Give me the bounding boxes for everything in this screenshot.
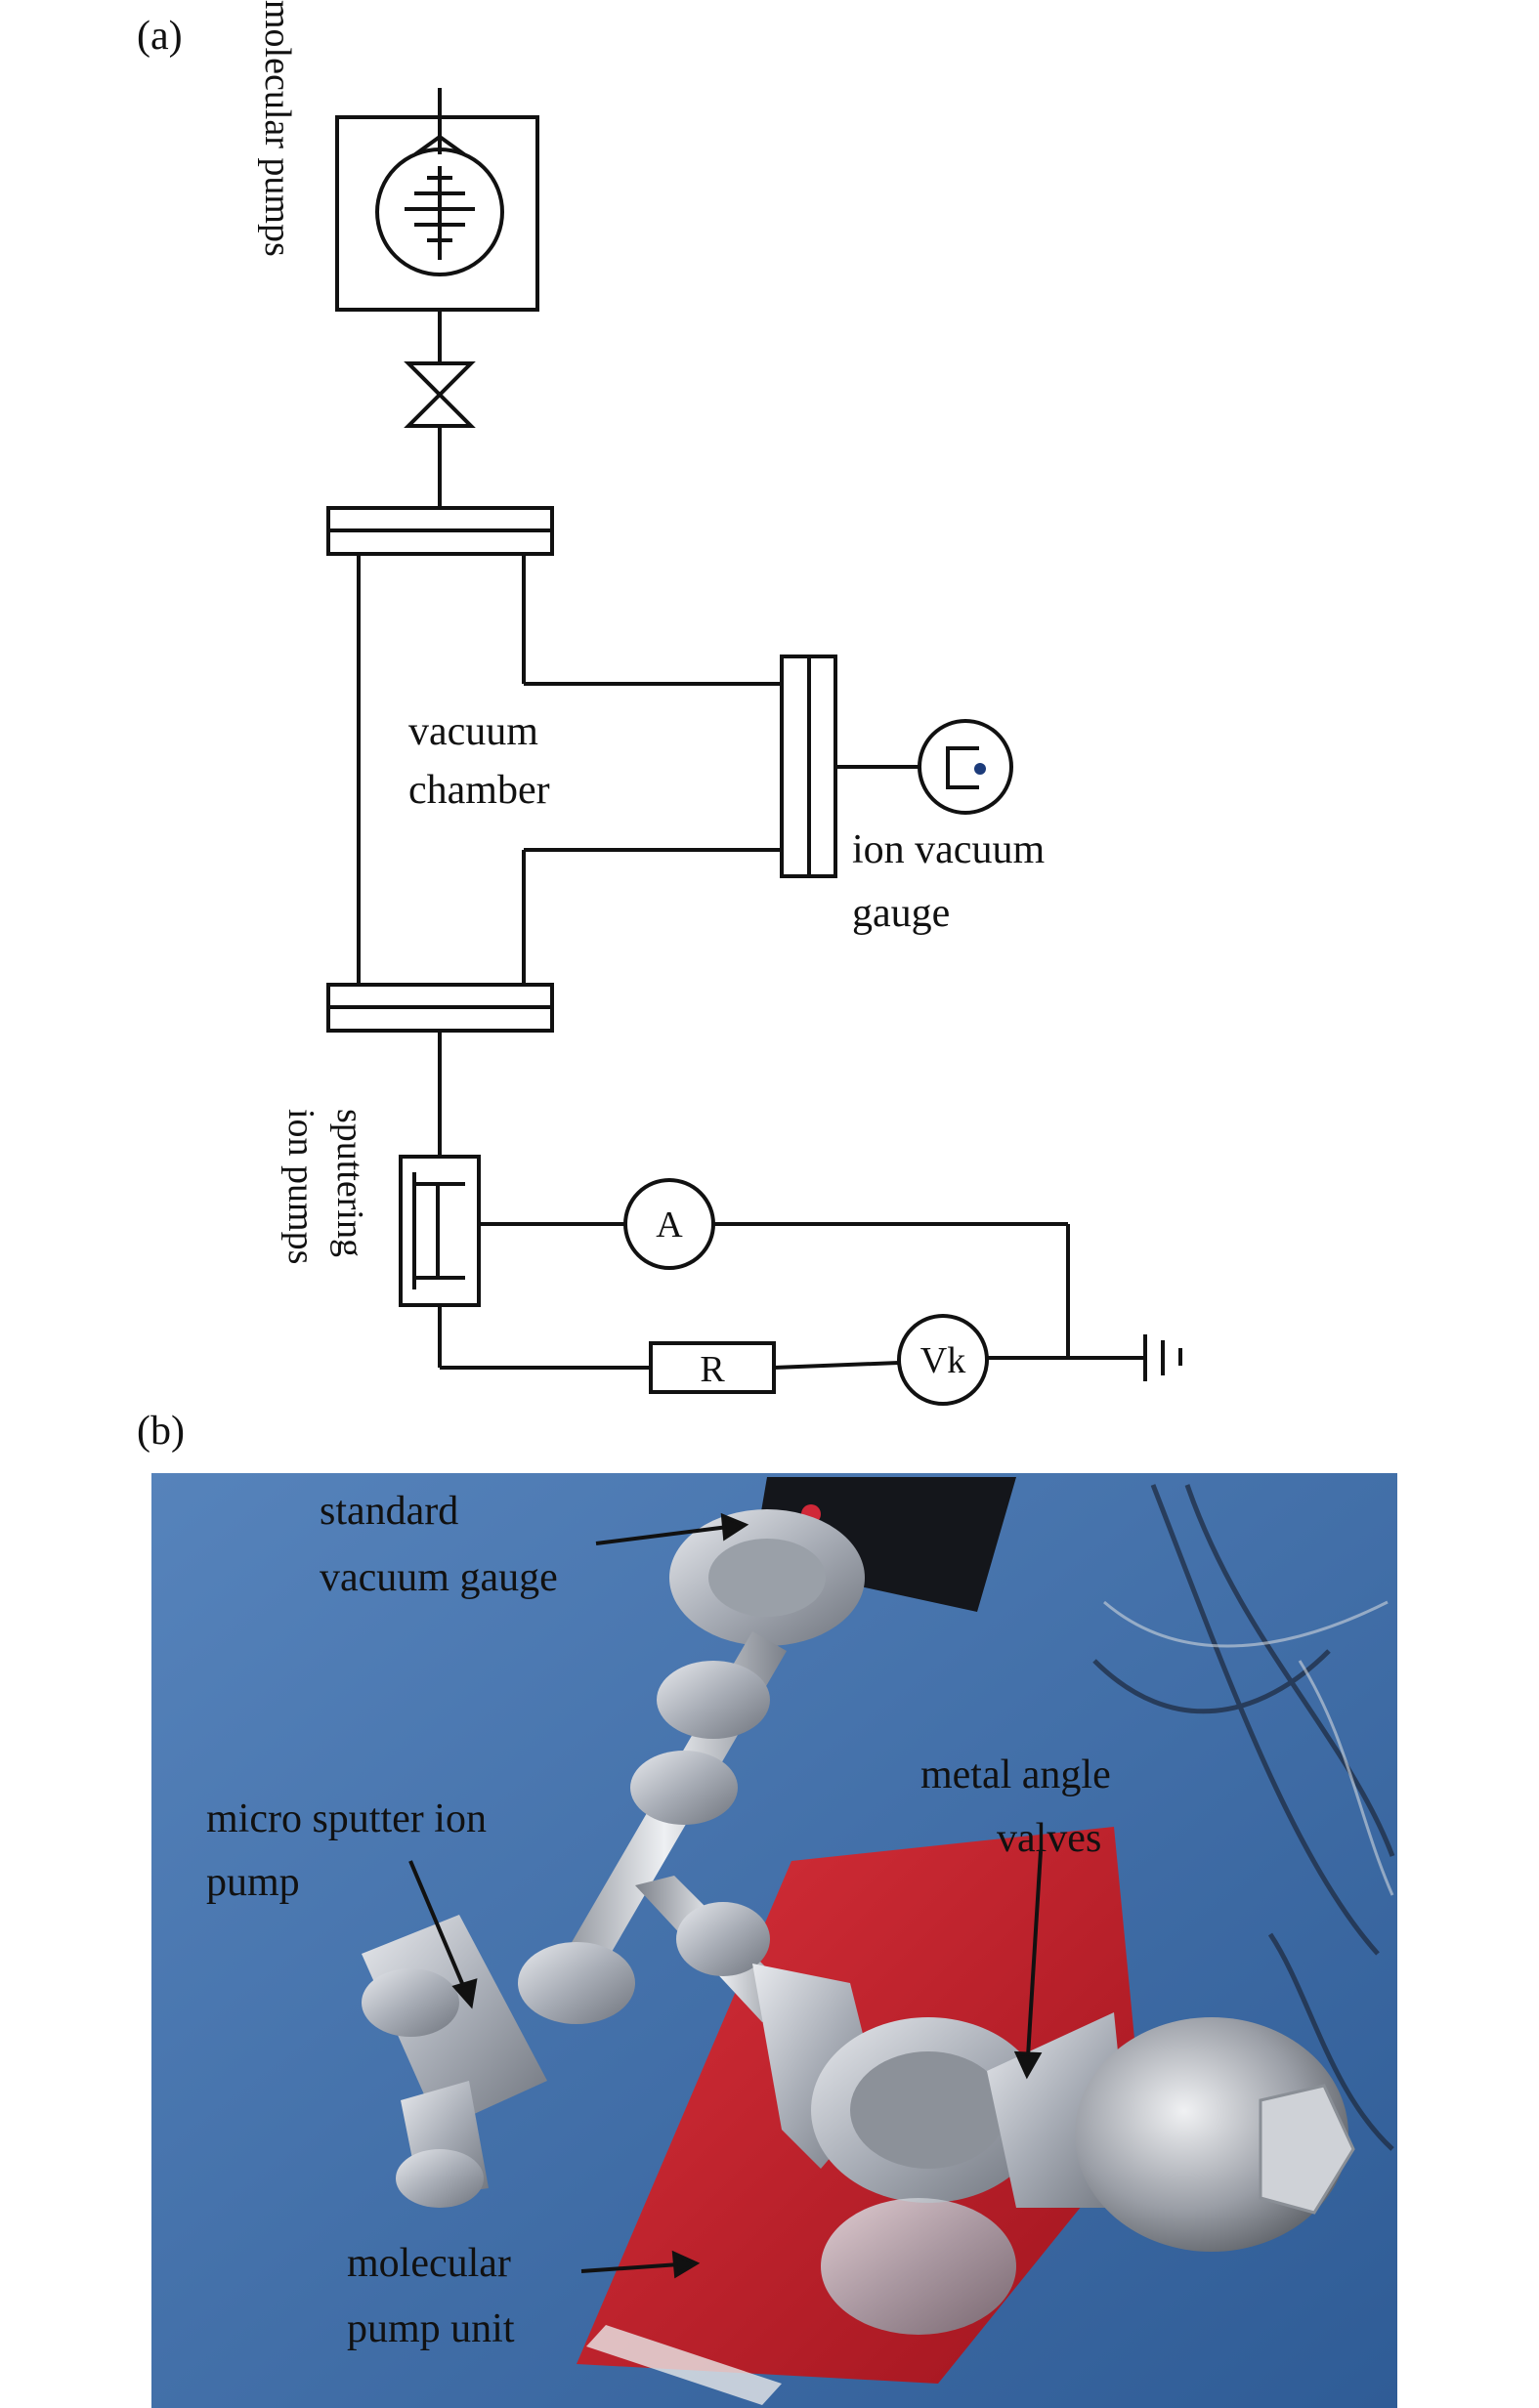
micro-pump-label-line2: pump	[206, 1860, 300, 1905]
apparatus-photo	[151, 1473, 1397, 2408]
sputter-label-line1: sputtering	[329, 1109, 370, 1257]
angle-valve-label-line1: metal angle	[920, 1753, 1111, 1797]
gauge-label-line2: gauge	[852, 891, 950, 936]
panel-b-label: (b)	[137, 1409, 185, 1454]
valve-symbol	[404, 361, 476, 508]
angle-valve-label-line2: valves	[997, 1816, 1101, 1861]
annotation-arrows	[408, 1512, 1043, 2279]
molecular-unit-label-line1: molecular	[347, 2241, 511, 2286]
vacuum-chamber-symbol	[326, 506, 919, 1033]
standard-gauge-label-line2: vacuum gauge	[320, 1555, 558, 1600]
panel-a-label: (a)	[137, 14, 183, 59]
voltage-label: Vk	[920, 1340, 965, 1381]
sputter-pump-circuit	[399, 1031, 1182, 1406]
panel-a: (a) molecular pumps	[137, 0, 1182, 1406]
chamber-label-line1: vacuum	[408, 709, 538, 754]
panel-b: (b)	[137, 1409, 1397, 2408]
micro-pump-label-line1: micro sputter ion	[206, 1796, 487, 1841]
ammeter-label: A	[656, 1204, 683, 1246]
sputter-label-line2: ion pumps	[280, 1109, 321, 1264]
molecular-pumps-label: molecular pumps	[257, 0, 298, 257]
ion-gauge-icon	[918, 719, 1013, 815]
molecular-pump-symbol	[335, 88, 539, 363]
gauge-label-line1: ion vacuum	[852, 827, 1045, 872]
standard-gauge-label-line1: standard	[320, 1489, 458, 1534]
chamber-label-line2: chamber	[408, 768, 550, 813]
resistor-label: R	[700, 1349, 725, 1390]
molecular-unit-label-line2: pump unit	[347, 2306, 515, 2351]
